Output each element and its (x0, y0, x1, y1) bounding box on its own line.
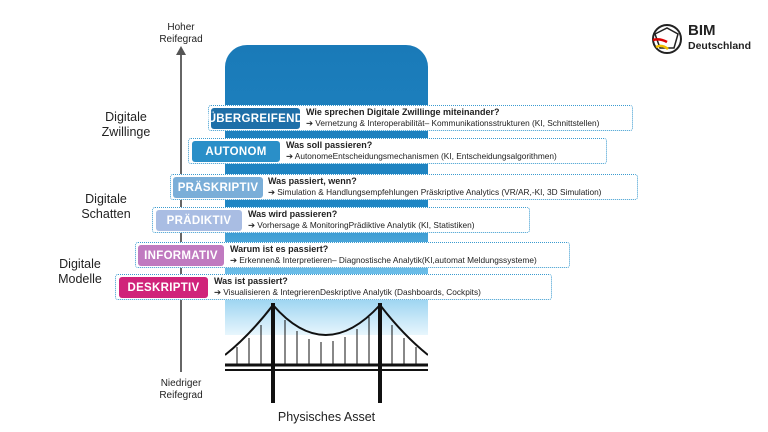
row-deskriptiv: DESKRIPTIV Was ist passiert? ➔ Visualisi… (115, 274, 552, 300)
badge-autonom: AUTONOM (192, 141, 280, 162)
row-praeskriptiv: PRÄSKRIPTIV Was passiert, wenn? ➔ Simula… (170, 174, 638, 200)
row-question: Warum ist es passiert? (230, 244, 329, 254)
row-answer: ➔ Simulation & Handlungsempfehlungen Prä… (268, 187, 602, 197)
level-digitale-modelle: Digitale Modelle (58, 257, 102, 286)
badge-informativ: INFORMATIV (138, 245, 224, 266)
bim-deutschland-logo: BIM Deutschland (650, 22, 760, 58)
row-answer: ➔ Erkennen& Interpretieren– Diagnostisch… (230, 255, 537, 265)
axis-top-label: Hoher Reifegrad (159, 22, 203, 45)
logo-text-deutschland: Deutschland (688, 40, 752, 52)
level-digitale-zwillinge: Digitale Zwillinge (101, 110, 151, 139)
row-question: Was soll passieren? (286, 140, 373, 150)
row-answer: ➔ Vorhersage & MonitoringPrädiktive Anal… (248, 220, 475, 230)
level-digitale-schatten: Digitale Schatten (81, 192, 131, 221)
bridge-icon (225, 303, 428, 403)
row-question: Wie sprechen Digitale Zwillinge miteinan… (306, 107, 500, 117)
badge-deskriptiv: DESKRIPTIV (119, 277, 208, 298)
asset-label: Physisches Asset (277, 410, 376, 424)
row-uebergreifend: ÜBERGREIFEND Wie sprechen Digitale Zwill… (208, 105, 633, 131)
row-question: Was wird passieren? (248, 209, 338, 219)
logo-text-bim: BIM (688, 22, 716, 39)
badge-uebergreifend: ÜBERGREIFEND (208, 108, 303, 129)
badge-praediktiv: PRÄDIKTIV (156, 210, 242, 231)
row-informativ: INFORMATIV Warum ist es passiert? ➔ Erke… (135, 242, 570, 268)
row-answer: ➔ Vernetzung & Interoperabilität– Kommun… (306, 118, 600, 128)
row-praediktiv: PRÄDIKTIV Was wird passieren? ➔ Vorhersa… (152, 207, 530, 233)
row-autonom: AUTONOM Was soll passieren? ➔ AutonomeEn… (188, 138, 607, 164)
row-question: Was passiert, wenn? (268, 176, 357, 186)
globe-logo-icon (652, 24, 682, 54)
row-question: Was ist passiert? (214, 276, 288, 286)
row-answer: ➔ AutonomeEntscheidungsmechanismen (KI, … (286, 151, 557, 161)
axis-bottom-label: Niedriger Reifegrad (159, 378, 203, 401)
badge-praeskriptiv: PRÄSKRIPTIV (173, 177, 263, 198)
row-answer: ➔ Visualisieren & IntegrierenDeskriptive… (214, 287, 481, 297)
axis-arrow-head (176, 46, 186, 55)
